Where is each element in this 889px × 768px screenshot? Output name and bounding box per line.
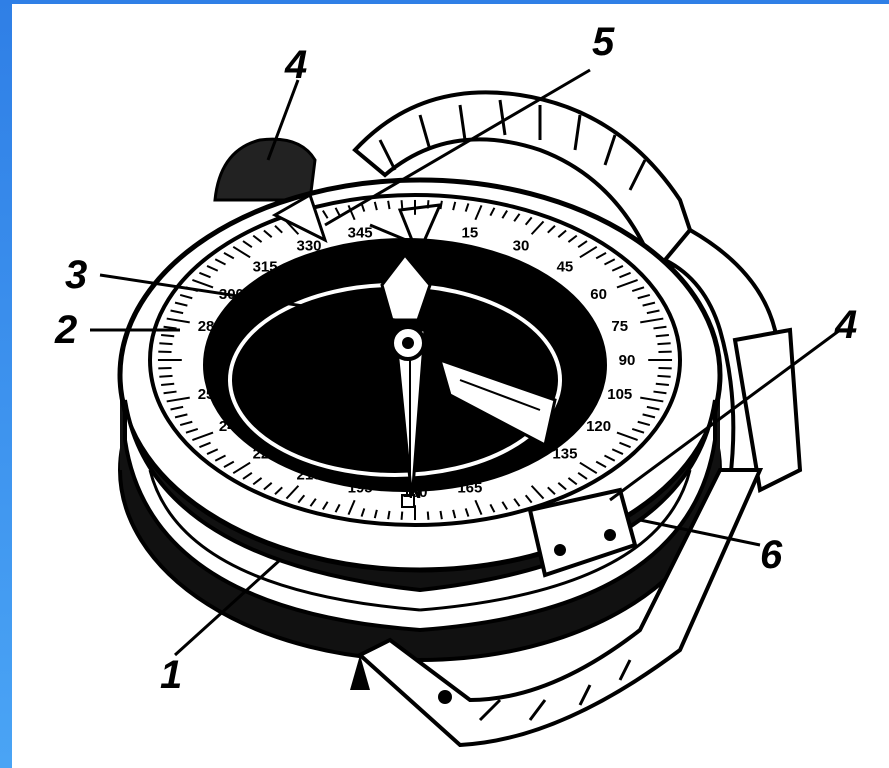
limb-tick (161, 384, 174, 385)
callout-1: 1 (160, 655, 182, 695)
dial-number: 225 (253, 445, 278, 462)
dial-number: 60 (590, 286, 607, 303)
callout-6: 6 (760, 535, 782, 575)
limb-tick (388, 511, 389, 519)
lug-top (215, 139, 315, 200)
limb-tick (161, 335, 174, 336)
callout-3: 3 (65, 255, 87, 295)
dial-number: 75 (611, 318, 628, 335)
dial-number: 120 (586, 418, 611, 435)
callout-2: 2 (55, 310, 77, 350)
dial-number: 255 (198, 386, 223, 403)
callout-5: 5 (592, 22, 614, 62)
callout-4-right: 4 (835, 305, 857, 345)
limb-tick (159, 343, 172, 344)
limb-tick (402, 512, 403, 520)
limb-tick (159, 376, 172, 377)
dial-number: 105 (607, 386, 632, 403)
limb-tick (656, 384, 669, 385)
dial-number: 15 (462, 224, 479, 241)
dial-number: 195 (348, 480, 373, 497)
dial-number: 90 (619, 352, 636, 369)
limb-tick (657, 343, 670, 344)
dial-number: 210 (296, 466, 321, 483)
dial-number: 300 (219, 286, 244, 303)
limb-tick (428, 512, 429, 520)
dial-number: 330 (296, 238, 321, 255)
limb-tick (388, 201, 389, 209)
limb-tick (657, 376, 670, 377)
strap-rivet (438, 690, 452, 704)
limb-tick (656, 335, 669, 336)
dial-number: 285 (198, 318, 223, 335)
dial-number: 240 (219, 418, 244, 435)
dial-cardinal-label: N (409, 482, 422, 502)
callout-4-top: 4 (285, 45, 307, 85)
dial-number: 135 (552, 445, 577, 462)
dial-number: 45 (557, 259, 574, 276)
limb-tick (440, 511, 441, 519)
dial-number: 345 (348, 224, 373, 241)
dial-number: 30 (513, 238, 530, 255)
limb-tick (402, 200, 403, 208)
dial-number: 165 (457, 480, 482, 497)
dial-number: 315 (253, 259, 278, 276)
